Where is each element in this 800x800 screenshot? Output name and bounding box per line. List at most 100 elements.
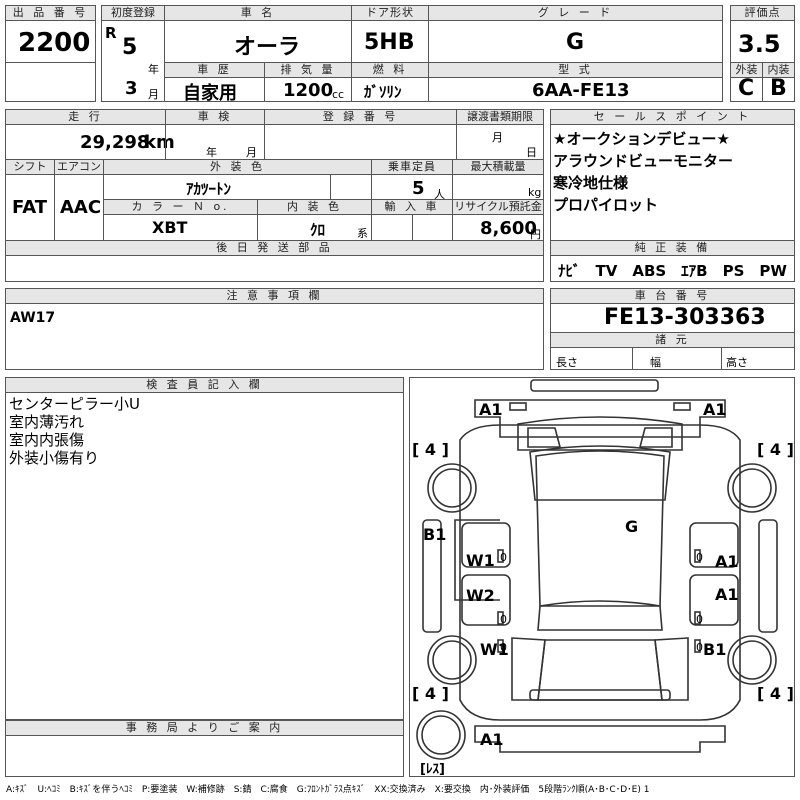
body-left [459,424,741,721]
model-code: 6AA-FE13 [532,80,630,101]
exterior-header: 外装 [730,62,763,78]
spec-width: 幅 [650,356,661,369]
mark-right-front-door: A1 [715,552,739,571]
transfer-day: 日 [526,146,537,159]
car-name: オーラ [234,35,301,60]
legend: A:ｷｽﾞ U:ﾍｺﾐ B:ｷｽﾞを伴うﾍｺﾐ P:要塗装 W:補修跡 S:錆 … [6,785,650,795]
mark-left-rear-door: W2 [466,586,495,605]
spec-length: 長さ [556,356,578,369]
mark-right-rear-fender: B1 [703,640,727,659]
mark-rear: A1 [480,730,504,749]
mark-zero-6: 0 [696,641,703,654]
inspector-line-3: 室内内張傷 [9,431,85,449]
caution-cell [5,303,544,370]
mileage: 29,298 [80,132,150,153]
diagram-frame [409,377,795,777]
int-color: ｸﾛ [310,221,326,239]
mark-front-right: A1 [703,400,727,419]
mark-spare: [ﾚｽ] [420,762,445,777]
wheel-fl [427,463,477,513]
lot-no: 2200 [18,28,91,58]
mark-left-rear-fender: W1 [480,640,509,659]
mark-left-panel: B1 [423,525,447,544]
sales-point-2: アラウンドビューモニター [553,152,734,170]
max-load-unit: kg [528,186,542,199]
inspection-month: 月 [246,146,257,159]
air-conditioner: AAC [60,197,102,218]
score: 3.5 [738,30,781,58]
fuel: ｶﾞｿﾘﾝ [364,83,402,101]
wheel-rr [727,635,777,685]
score-header: 評価点 [730,5,795,21]
equipment-cell [550,255,795,282]
month-unit: 月 [148,88,159,101]
car-history: 自家用 [183,83,237,104]
spec-height: 高さ [726,356,748,369]
windshield [529,445,671,501]
shift: FAT [12,197,48,218]
displacement: 1200 [283,80,334,101]
ext-color: ｱｶﾂｰﾄﾝ [186,180,232,198]
mark-zero-2: 0 [500,613,507,626]
history-header: 車 歴 [164,62,265,78]
mark-zero-4: 0 [696,551,703,564]
recycle-fee: 8,600 [480,218,537,239]
mark-tire-rr: [ 4 ] [757,684,794,703]
spec-height-cell [721,347,795,370]
roof [535,450,665,607]
front-body [474,399,726,438]
reg-month: 3 [125,78,138,99]
recycle-unit: 円 [530,228,541,241]
inspector-line-1: センターピラー小U [9,395,140,413]
mark-zero-5: 0 [696,613,703,626]
mark-tire-fl: [ 4 ] [412,440,449,459]
mark-right-rear-door: A1 [715,585,739,604]
specs-header: 諸 元 [550,332,795,348]
office-cell [5,735,404,777]
mark-left-front-door: W1 [466,551,495,570]
grade: G [566,30,585,55]
interior-cell [762,77,795,102]
mark-zero-1: 0 [500,551,507,564]
displacement-unit: cc [332,88,345,101]
exterior-score: C [738,76,755,101]
caution-text: AW17 [10,310,56,326]
mileage-unit: km [144,132,175,153]
max-load-header: 最大積載量 [452,159,544,175]
mark-front-left: A1 [479,400,503,419]
mark-tire-rl: [ 4 ] [412,684,449,703]
front-bumper [530,379,659,392]
year-unit: 年 [148,63,159,76]
inspector-line-4: 外装小傷有り [9,449,100,467]
inspector-line-2: 室内薄汚れ [9,413,85,431]
mark-roof: G [625,517,639,536]
int-color-unit: 系 [357,227,368,240]
inspector-cell [5,392,404,720]
sales-point-4: プロパイロット [553,196,659,214]
inspection-year: 年 [206,146,217,159]
mileage-header: 走 行 [5,109,166,125]
interior-score: B [770,76,787,101]
later-parts-cell [5,255,544,282]
mark-tire-fr: [ 4 ] [757,440,794,459]
rear-body [474,725,726,753]
wheel-rl [427,635,477,685]
color-no: XBT [152,218,188,237]
transfer-header: 譲渡書類期限 [456,109,544,125]
wheel-fr [727,463,777,513]
capacity-unit: 人 [434,188,445,201]
sales-point-3: 寒冷地仕様 [553,174,629,192]
spare-tire [416,710,466,760]
sales-point-1: ★オークションデビュー★ [553,130,730,148]
model-cell [428,77,723,102]
mark-zero-3: 0 [500,641,507,654]
hood [517,416,683,451]
equipment-list: ﾅﾋﾞ TV ABS ｴｱB PS PW [558,262,787,280]
chassis-number: FE13-303363 [604,305,766,330]
rear-bumper [529,689,671,701]
capacity: 5 [412,178,425,199]
lot-no-blank [5,62,96,102]
door-type: 5HB [364,30,415,55]
era: R [105,24,117,42]
transfer-month: 月 [492,131,503,144]
